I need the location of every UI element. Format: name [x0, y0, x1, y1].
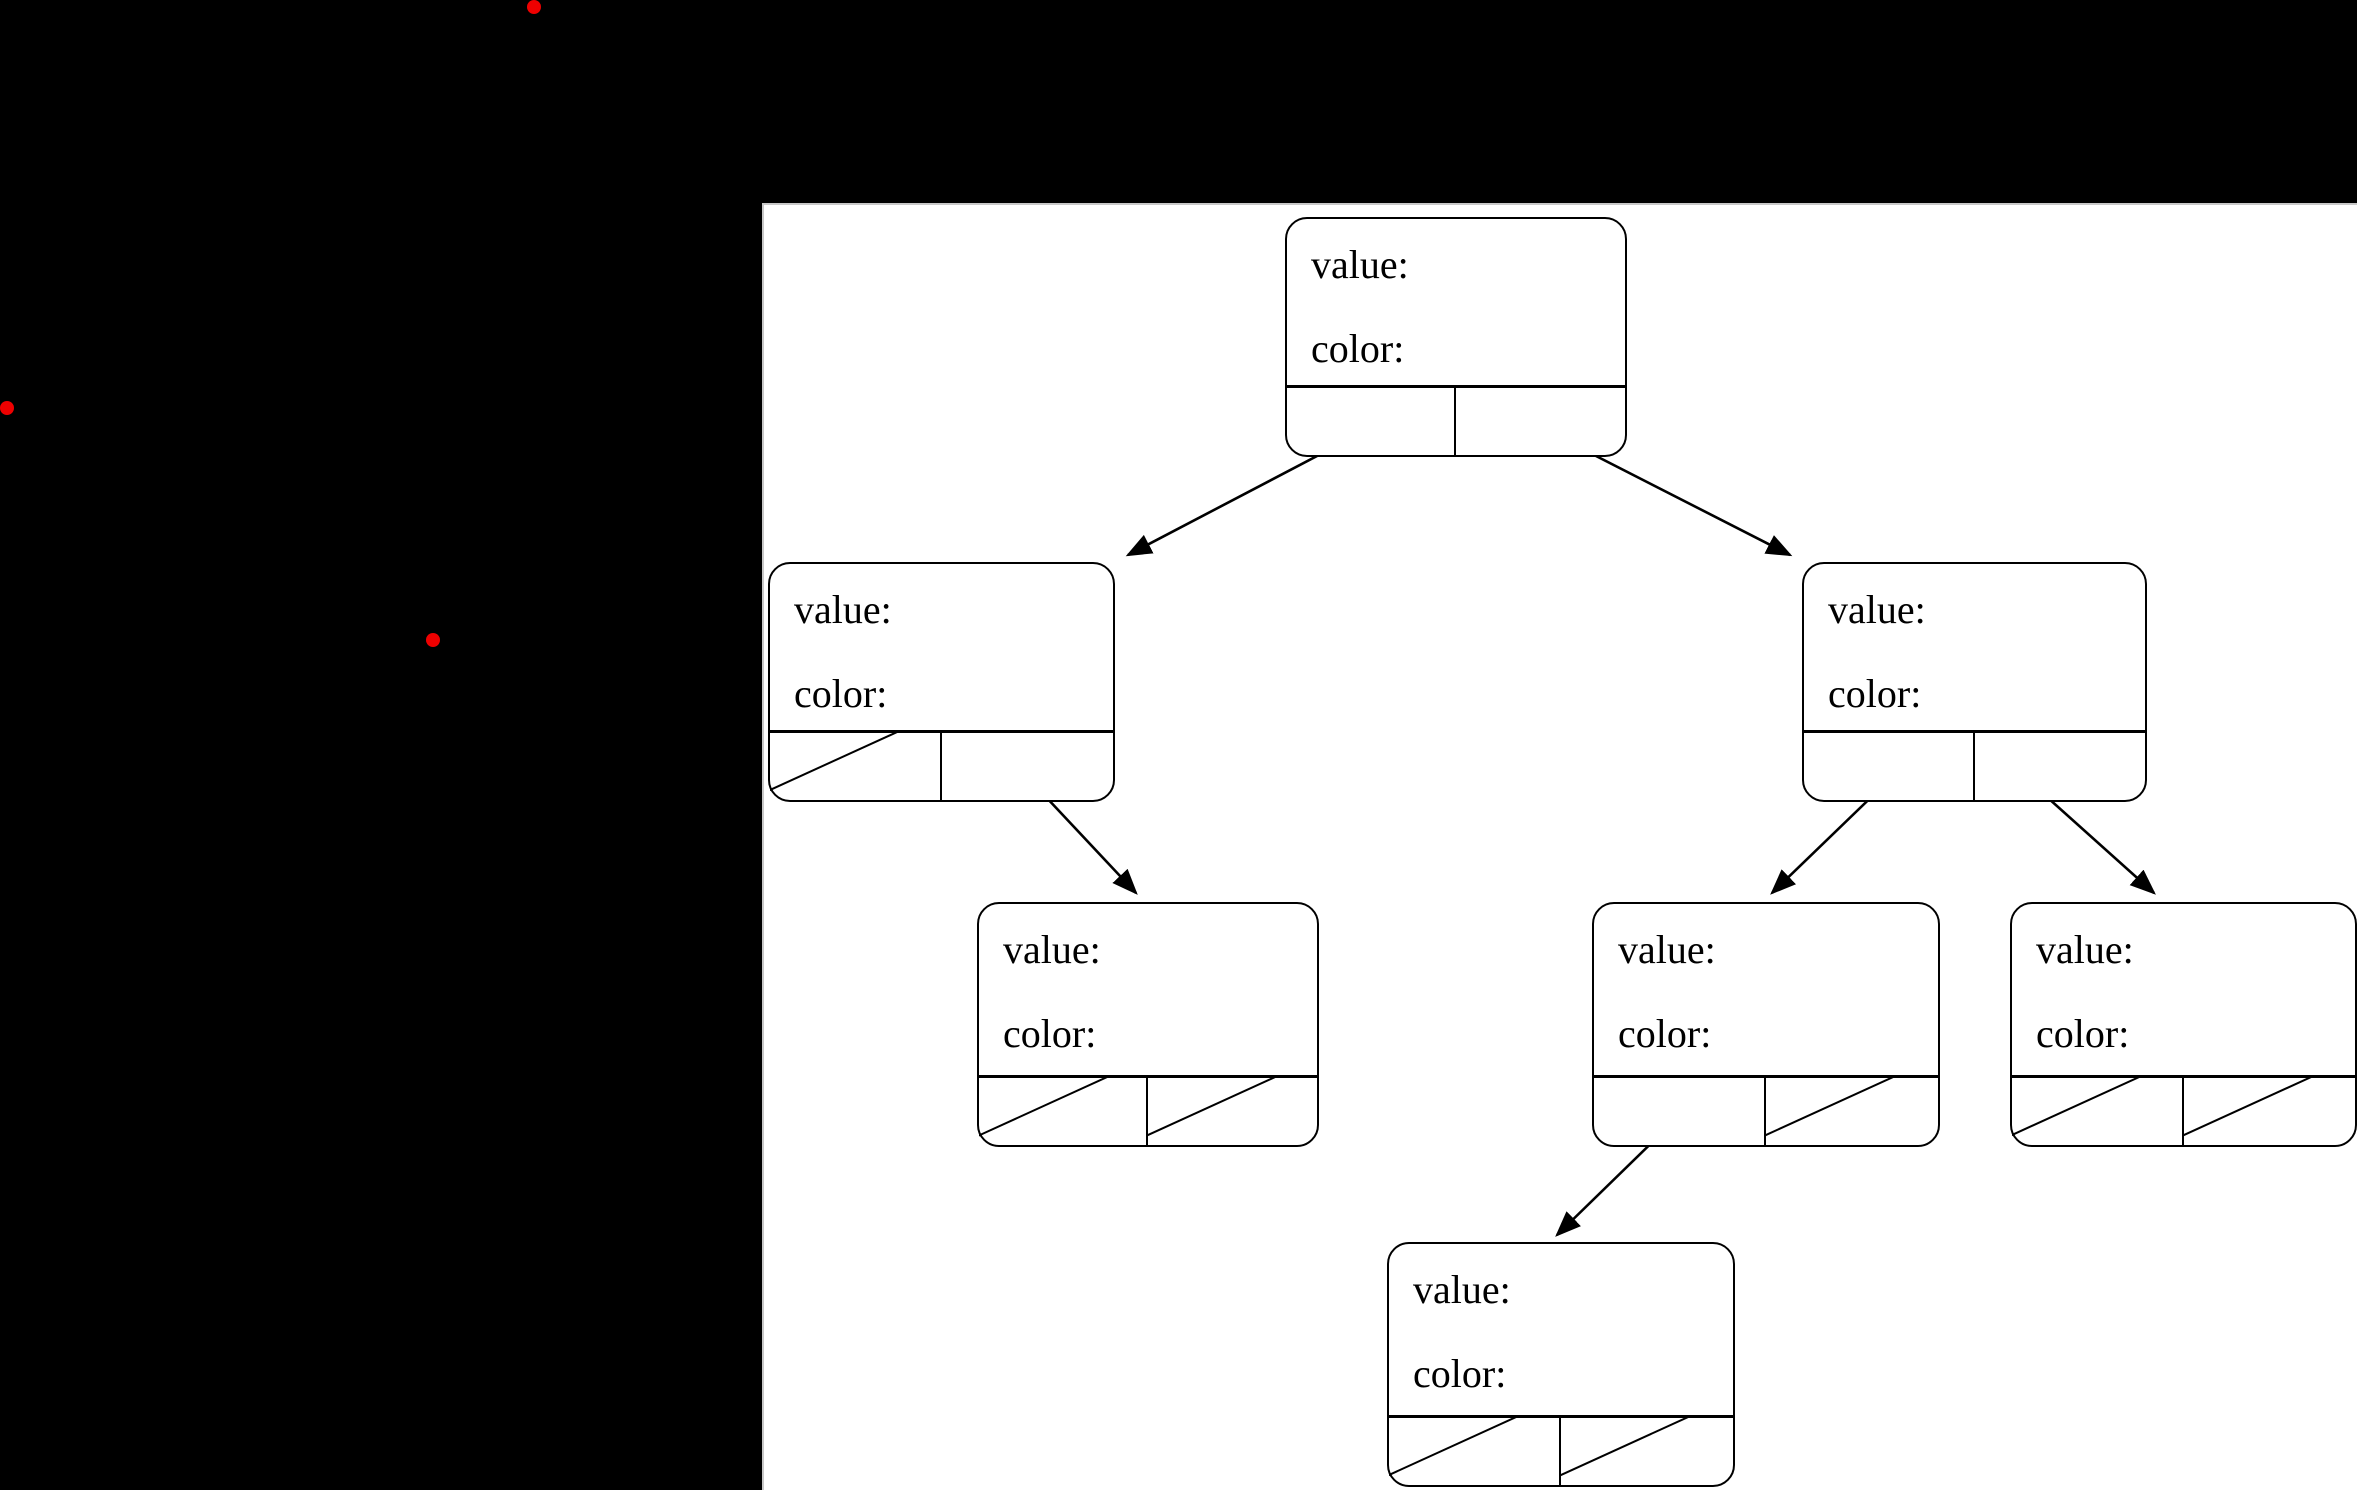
pointer-row-left-child [770, 730, 1113, 800]
field-value-label: value: [1413, 1267, 1511, 1312]
left-pointer-cell-link[interactable] [1804, 733, 1975, 800]
right-pointer-cell-null[interactable] [1766, 1078, 1938, 1145]
tree-node-leaf-b[interactable]: value: color: [1592, 902, 1940, 1147]
field-value-label: value: [1003, 927, 1101, 972]
pointer-row-bottom [1389, 1415, 1733, 1485]
diagram-canvas: value: color: value: color: value: c [762, 203, 2357, 1490]
pointer-row-leaf-a [979, 1075, 1317, 1145]
pointer-row-right-child [1804, 730, 2145, 800]
field-color-label: color: [1003, 1011, 1097, 1056]
field-color-label: color: [794, 671, 888, 716]
node-fields-left-child: value: color: [770, 564, 1113, 714]
marker-dot-top [527, 0, 541, 14]
tree-node-leaf-c[interactable]: value: color: [2010, 902, 2357, 1147]
field-color-label: color: [1828, 671, 1922, 716]
left-pointer-cell-root[interactable] [1287, 388, 1456, 455]
field-color-label: color: [2036, 1011, 2130, 1056]
field-value-label: value: [1618, 927, 1716, 972]
right-pointer-cell-link[interactable] [942, 733, 1114, 800]
tree-node-left-child[interactable]: value: color: [768, 562, 1115, 802]
tree-node-bottom[interactable]: value: color: [1387, 1242, 1735, 1487]
right-pointer-cell-null[interactable] [1148, 1078, 1317, 1145]
marker-dot-middle [426, 633, 440, 647]
left-pointer-cell-null[interactable] [1389, 1418, 1561, 1485]
right-pointer-cell-null[interactable] [1561, 1418, 1733, 1485]
left-pointer-cell-null[interactable] [979, 1078, 1148, 1145]
field-value-label: value: [1828, 587, 1926, 632]
pointer-row-leaf-c [2012, 1075, 2355, 1145]
tree-node-right-child[interactable]: value: color: [1802, 562, 2147, 802]
pointer-row-root [1287, 385, 1625, 455]
node-fields-bottom: value: color: [1389, 1244, 1733, 1394]
tree-node-root[interactable]: value: color: [1285, 217, 1627, 457]
node-fields-leaf-c: value: color: [2012, 904, 2355, 1054]
field-value-label: value: [2036, 927, 2134, 972]
left-pointer-cell-null[interactable] [2012, 1078, 2184, 1145]
right-pointer-cell-root[interactable] [1456, 388, 1625, 455]
pointer-row-leaf-b [1594, 1075, 1938, 1145]
right-pointer-cell-null[interactable] [2184, 1078, 2356, 1145]
node-fields-leaf-a: value: color: [979, 904, 1317, 1054]
tree-node-leaf-a[interactable]: value: color: [977, 902, 1319, 1147]
field-color-label: color: [1311, 326, 1405, 371]
right-pointer-cell-link[interactable] [1975, 733, 2146, 800]
marker-dot-left [0, 401, 14, 415]
field-color-label: color: [1413, 1351, 1507, 1396]
left-pointer-cell-link[interactable] [1594, 1078, 1766, 1145]
node-fields-leaf-b: value: color: [1594, 904, 1938, 1054]
field-color-label: color: [1618, 1011, 1712, 1056]
node-fields-root: value: color: [1287, 219, 1625, 369]
left-pointer-cell-null[interactable] [770, 733, 942, 800]
field-value-label: value: [794, 587, 892, 632]
node-fields-right-child: value: color: [1804, 564, 2145, 714]
field-value-label: value: [1311, 242, 1409, 287]
